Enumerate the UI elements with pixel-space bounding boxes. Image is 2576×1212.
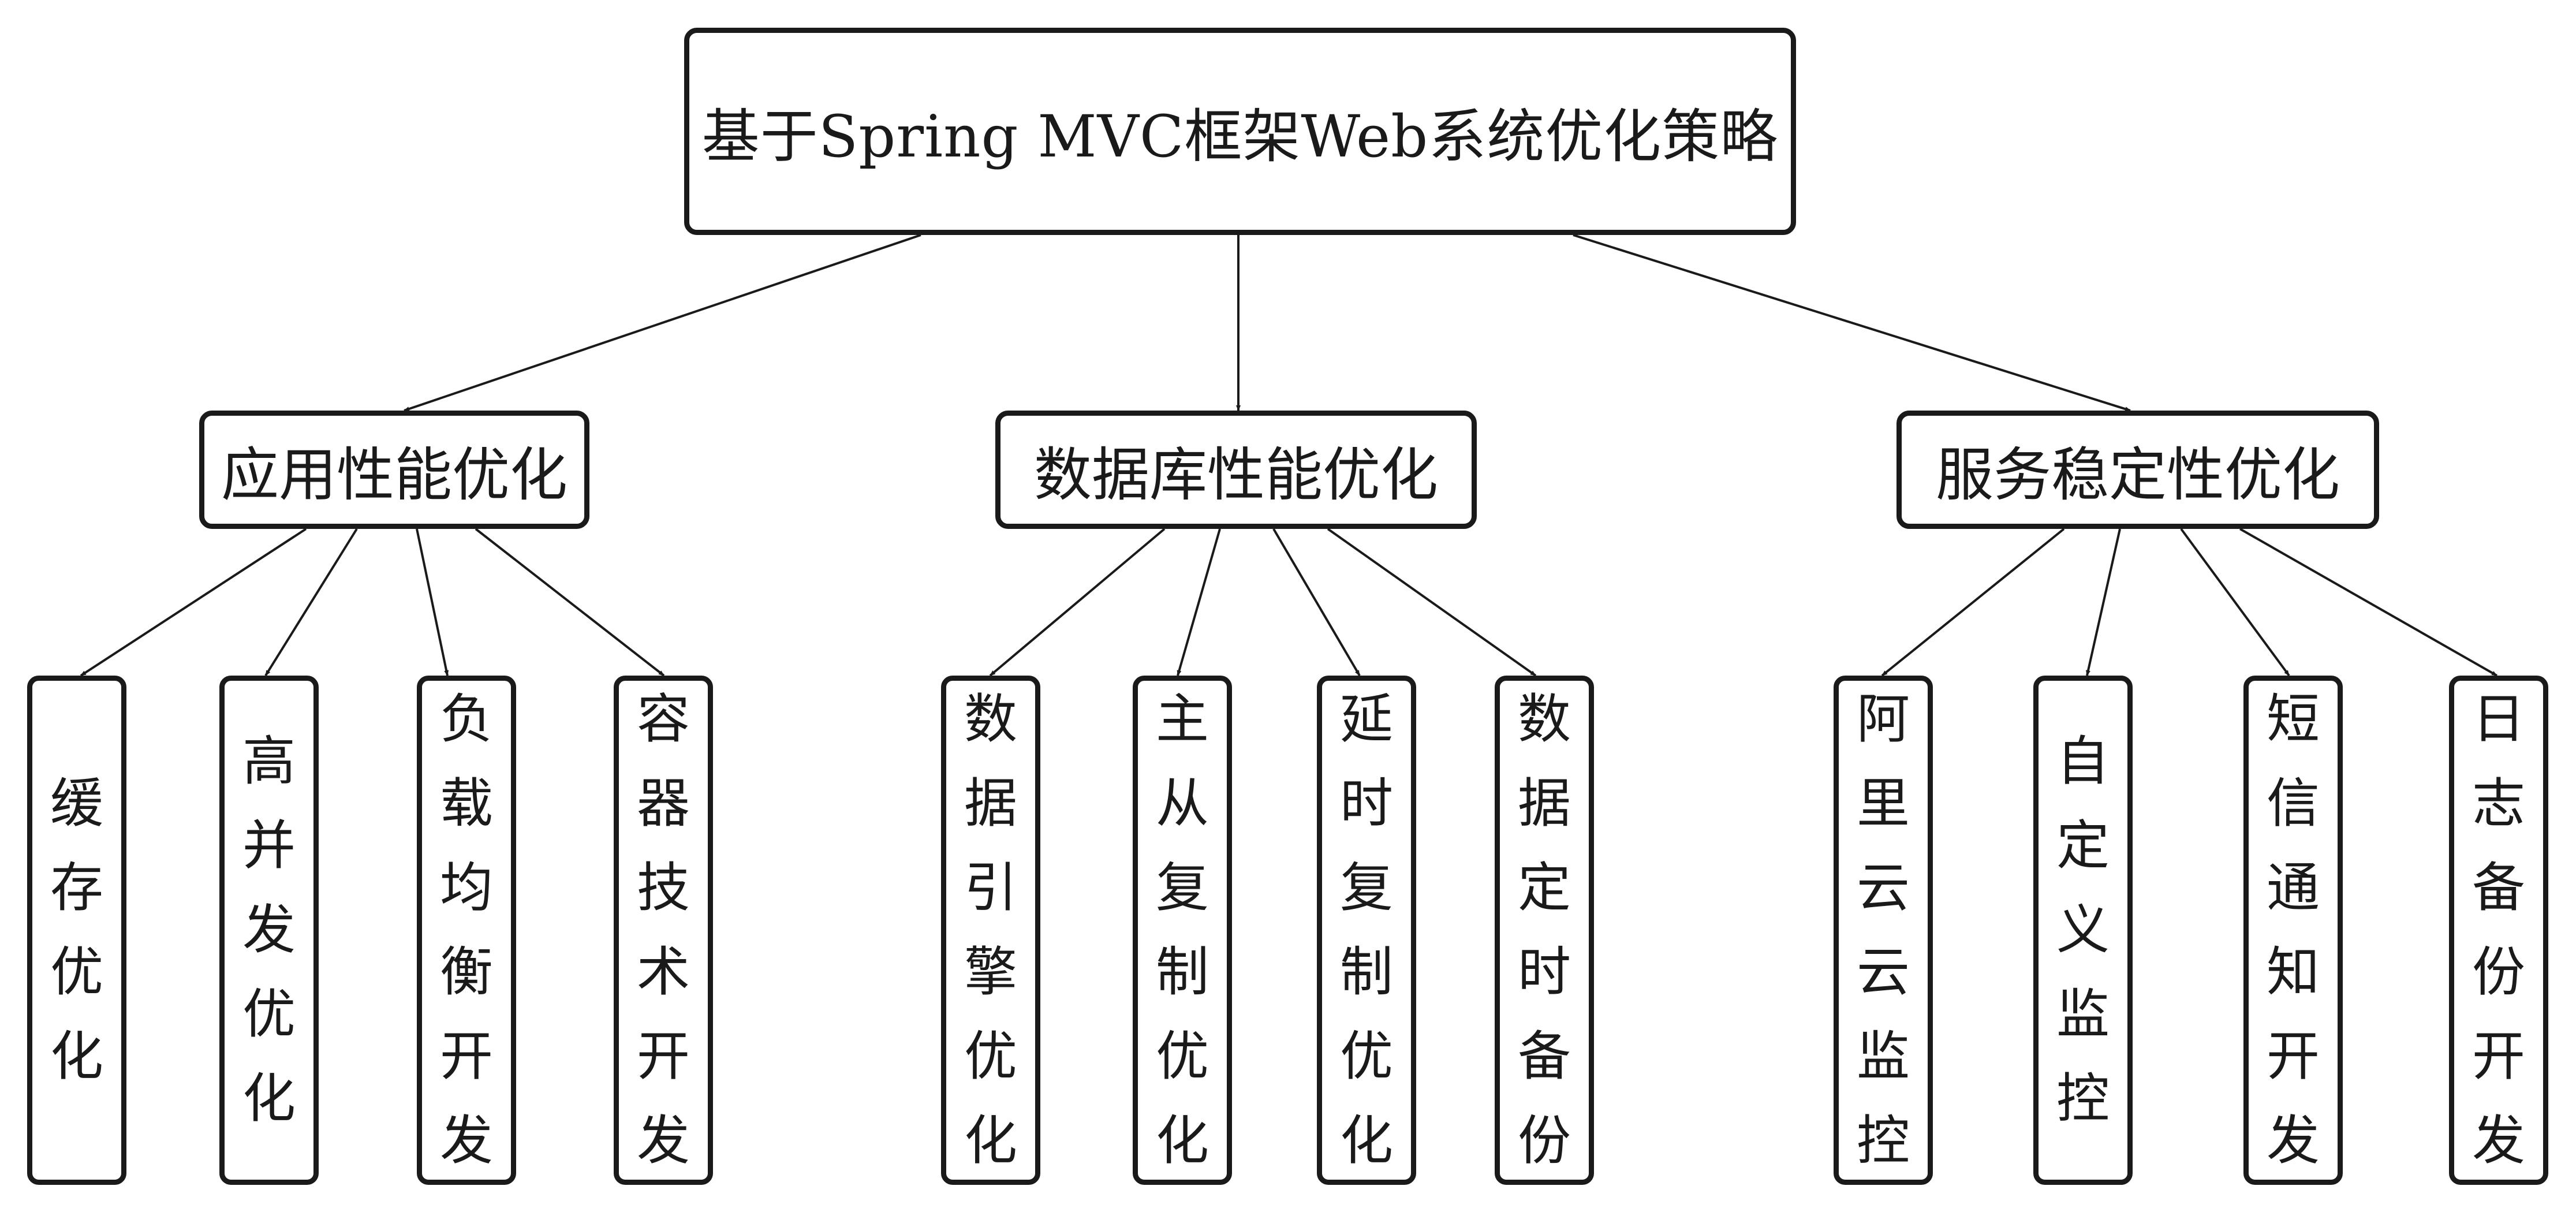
edge-branch-3-to-leaf-1 (1881, 528, 2065, 677)
root-label: 基于Spring MVC框架Web系统优化策略 (701, 103, 1779, 170)
edge-branch-2-to-leaf-3 (1272, 528, 1361, 677)
leaf-node-aliyun-monitor: 阿里云云监控 (1834, 676, 1933, 1185)
branch-node-database-performance: 数据库性能优化 (995, 411, 1477, 529)
leaf-label: 数据定时备份 (1517, 688, 1571, 1172)
edge-branch-3-to-leaf-3 (2180, 528, 2290, 677)
leaf-node-master-slave: 主从复制优化 (1133, 676, 1232, 1185)
leaf-label: 容器技术开发 (636, 688, 690, 1172)
leaf-label: 主从复制优化 (1155, 688, 1209, 1172)
edge-branch-2-to-leaf-1 (989, 528, 1166, 677)
branch-node-app-performance: 应用性能优化 (199, 411, 589, 529)
edge-branch-1-to-leaf-2 (264, 528, 358, 677)
leaf-node-custom-monitor: 自定义监控 (2033, 676, 2133, 1185)
branch-label: 数据库性能优化 (1034, 441, 1438, 509)
edge-branch-2-to-leaf-4 (1327, 528, 1537, 677)
leaf-label: 日志备份开发 (2472, 688, 2525, 1172)
leaf-label: 负载均衡开发 (439, 688, 493, 1172)
leaf-label: 延时复制优化 (1339, 688, 1393, 1172)
leaf-node-data-engine: 数据引擎优化 (941, 676, 1040, 1185)
leaf-node-log-backup: 日志备份开发 (2449, 676, 2548, 1185)
leaf-label: 自定义监控 (2056, 730, 2110, 1129)
leaf-node-container-tech: 容器技术开发 (614, 676, 713, 1185)
leaf-node-scheduled-backup: 数据定时备份 (1495, 676, 1594, 1185)
edge-branch-1-to-leaf-4 (475, 528, 665, 677)
branch-label: 服务稳定性优化 (1936, 441, 2340, 509)
branch-label: 应用性能优化 (221, 441, 568, 509)
leaf-node-load-balancing: 负载均衡开发 (417, 676, 516, 1185)
leaf-node-cache: 缓存优化 (27, 676, 126, 1185)
edge-branch-1-to-leaf-1 (80, 528, 307, 677)
leaf-label: 高并发优化 (242, 730, 296, 1129)
branch-node-service-stability: 服务稳定性优化 (1896, 411, 2379, 529)
leaf-node-high-concurrency: 高并发优化 (219, 676, 319, 1185)
leaf-node-sms-notification: 短信通知开发 (2243, 676, 2343, 1185)
edge-branch-2-to-leaf-2 (1177, 528, 1221, 676)
edge-root-to-branch-1 (404, 234, 921, 412)
leaf-label: 数据引擎优化 (964, 688, 1017, 1172)
leaf-label: 短信通知开发 (2266, 688, 2320, 1172)
edge-branch-3-to-leaf-2 (2086, 528, 2121, 676)
root-node: 基于Spring MVC框架Web系统优化策略 (684, 28, 1796, 235)
leaf-label: 缓存优化 (50, 773, 103, 1087)
edge-root-to-branch-3 (1573, 234, 2131, 412)
edge-branch-1-to-leaf-3 (416, 528, 449, 676)
edge-branch-3-to-leaf-4 (2239, 528, 2497, 677)
leaf-node-delayed-replication: 延时复制优化 (1317, 676, 1416, 1185)
leaf-label: 阿里云云监控 (1856, 688, 1910, 1172)
